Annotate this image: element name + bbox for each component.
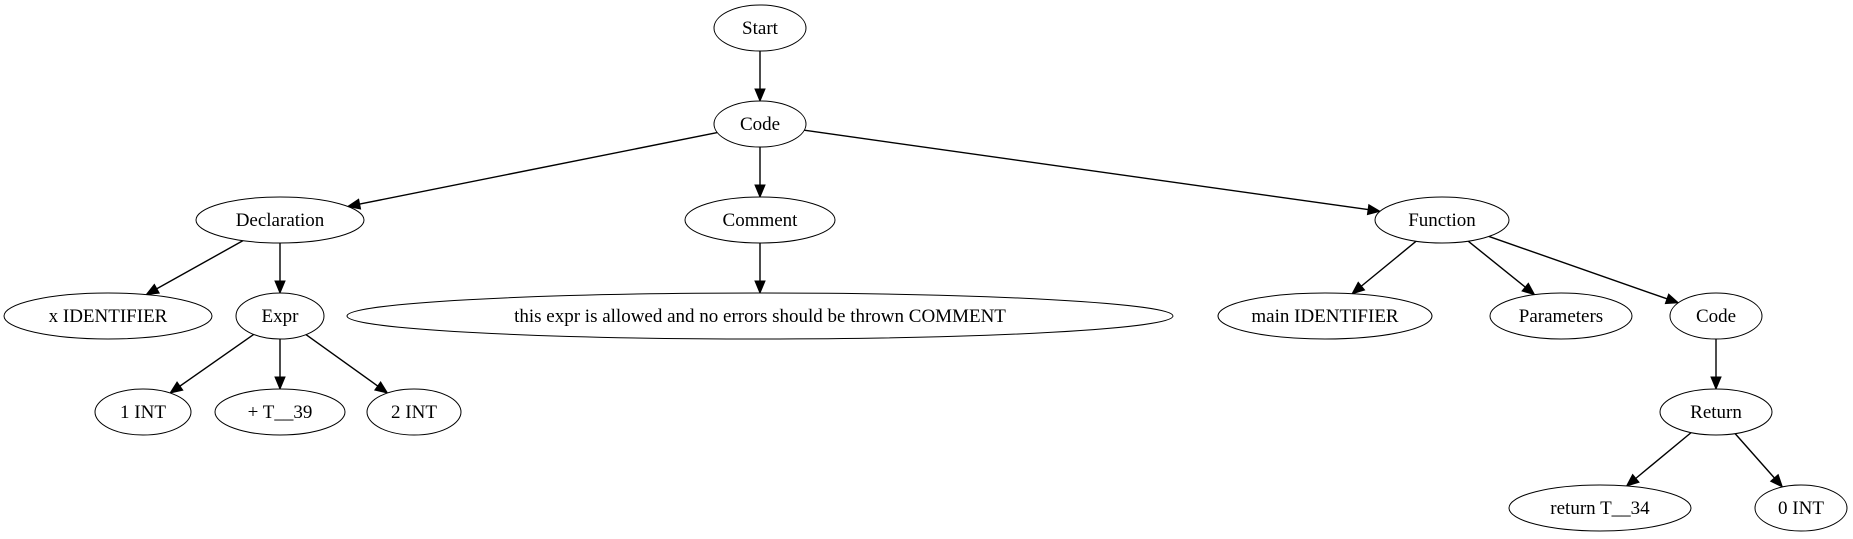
node-label: Start (742, 18, 779, 39)
arrowhead-icon (1521, 282, 1536, 296)
node-label: x IDENTIFIER (49, 306, 168, 327)
node-label: 2 INT (391, 402, 437, 423)
node-label: Return (1690, 402, 1742, 423)
arrowhead-icon (1351, 281, 1366, 295)
node-main-identifier: main IDENTIFIER (1217, 292, 1433, 340)
edge-line (156, 240, 244, 290)
node-ellipse (235, 292, 325, 340)
node-label: Declaration (236, 210, 325, 231)
node-ellipse (1374, 196, 1510, 244)
edge-function-to-parameters (1467, 240, 1536, 296)
edge-function-to-code-inner (1488, 235, 1680, 305)
edge-expr-to-int-2 (305, 334, 389, 394)
node-label: return T__34 (1550, 498, 1650, 519)
node-label: Comment (723, 210, 799, 231)
node-code-inner: Code (1669, 292, 1763, 340)
edge-code-inner-to-return (1710, 339, 1722, 391)
node-ellipse (1508, 484, 1692, 532)
node-label: Code (740, 114, 780, 135)
arrowhead-icon (1625, 473, 1640, 487)
edge-line (179, 333, 255, 387)
arrowhead-icon (169, 381, 184, 394)
node-expr: Expr (235, 292, 325, 340)
arrowhead-icon (754, 88, 766, 103)
arrowhead-icon (1769, 473, 1784, 488)
arrowhead-icon (1366, 203, 1382, 216)
node-int-2: 2 INT (366, 388, 462, 436)
edge-line (804, 129, 1369, 211)
node-ellipse (1669, 292, 1763, 340)
node-label: this expr is allowed and no errors shoul… (514, 306, 1006, 327)
node-declaration: Declaration (195, 196, 365, 244)
node-ellipse (3, 292, 213, 340)
node-label: 0 INT (1778, 498, 1824, 519)
edge-line (1467, 240, 1526, 288)
node-ellipse (214, 388, 346, 436)
arrowhead-icon (1710, 376, 1722, 391)
node-ellipse (684, 196, 836, 244)
node-return: Return (1659, 388, 1773, 436)
node-code: Code (713, 100, 807, 148)
edge-start-to-code (754, 51, 766, 103)
arrowhead-icon (274, 280, 286, 295)
arrowhead-icon (346, 198, 362, 210)
edge-code-to-function (804, 129, 1382, 216)
arrowhead-icon (145, 283, 161, 296)
edge-function-to-main-identifier (1351, 240, 1417, 295)
node-function: Function (1374, 196, 1510, 244)
node-label: + T__39 (248, 402, 313, 423)
node-ellipse (1489, 292, 1633, 340)
arrowhead-icon (1664, 293, 1680, 305)
node-start: Start (713, 4, 807, 52)
node-plus-t39: + T__39 (214, 388, 346, 436)
node-label: main IDENTIFIER (1251, 306, 1399, 327)
edge-code-to-comment (754, 147, 766, 199)
node-ellipse (1754, 484, 1848, 532)
node-label: Function (1408, 210, 1476, 231)
node-comment-text: this expr is allowed and no errors shoul… (346, 292, 1174, 340)
node-ellipse (713, 4, 807, 52)
arrowhead-icon (754, 280, 766, 295)
edge-code-to-declaration (346, 131, 718, 210)
node-ellipse (94, 388, 192, 436)
node-ellipse (366, 388, 462, 436)
node-x-identifier: x IDENTIFIER (3, 292, 213, 340)
node-ellipse (1659, 388, 1773, 436)
arrowhead-icon (274, 376, 286, 391)
node-label: 1 INT (120, 402, 166, 423)
edge-line (359, 131, 718, 205)
edge-expr-to-plus-t39 (274, 339, 286, 391)
edge-return-to-return-t34 (1625, 432, 1692, 487)
node-parameters: Parameters (1489, 292, 1633, 340)
node-ellipse (1217, 292, 1433, 340)
edge-return-to-int-0 (1734, 433, 1784, 488)
edge-expr-to-int-1 (169, 333, 255, 394)
edge-declaration-to-x-identifier (145, 240, 244, 296)
node-ellipse (195, 196, 365, 244)
node-ellipse (346, 292, 1174, 340)
node-return-t34: return T__34 (1508, 484, 1692, 532)
node-int-1: 1 INT (94, 388, 192, 436)
node-ellipse (713, 100, 807, 148)
arrowhead-icon (754, 184, 766, 199)
node-label: Code (1696, 306, 1736, 327)
node-label: Parameters (1519, 306, 1603, 327)
node-int-0: 0 INT (1754, 484, 1848, 532)
edge-line (1488, 235, 1668, 300)
edge-line (1360, 240, 1417, 287)
node-comment: Comment (684, 196, 836, 244)
edge-comment-to-comment-text (754, 243, 766, 295)
node-label: Expr (262, 306, 300, 327)
edge-declaration-to-expr (274, 243, 286, 295)
edge-line (1734, 433, 1775, 479)
arrowhead-icon (373, 381, 389, 394)
edge-line (1635, 432, 1692, 479)
edge-line (305, 334, 379, 387)
edges-layer (145, 51, 1784, 488)
